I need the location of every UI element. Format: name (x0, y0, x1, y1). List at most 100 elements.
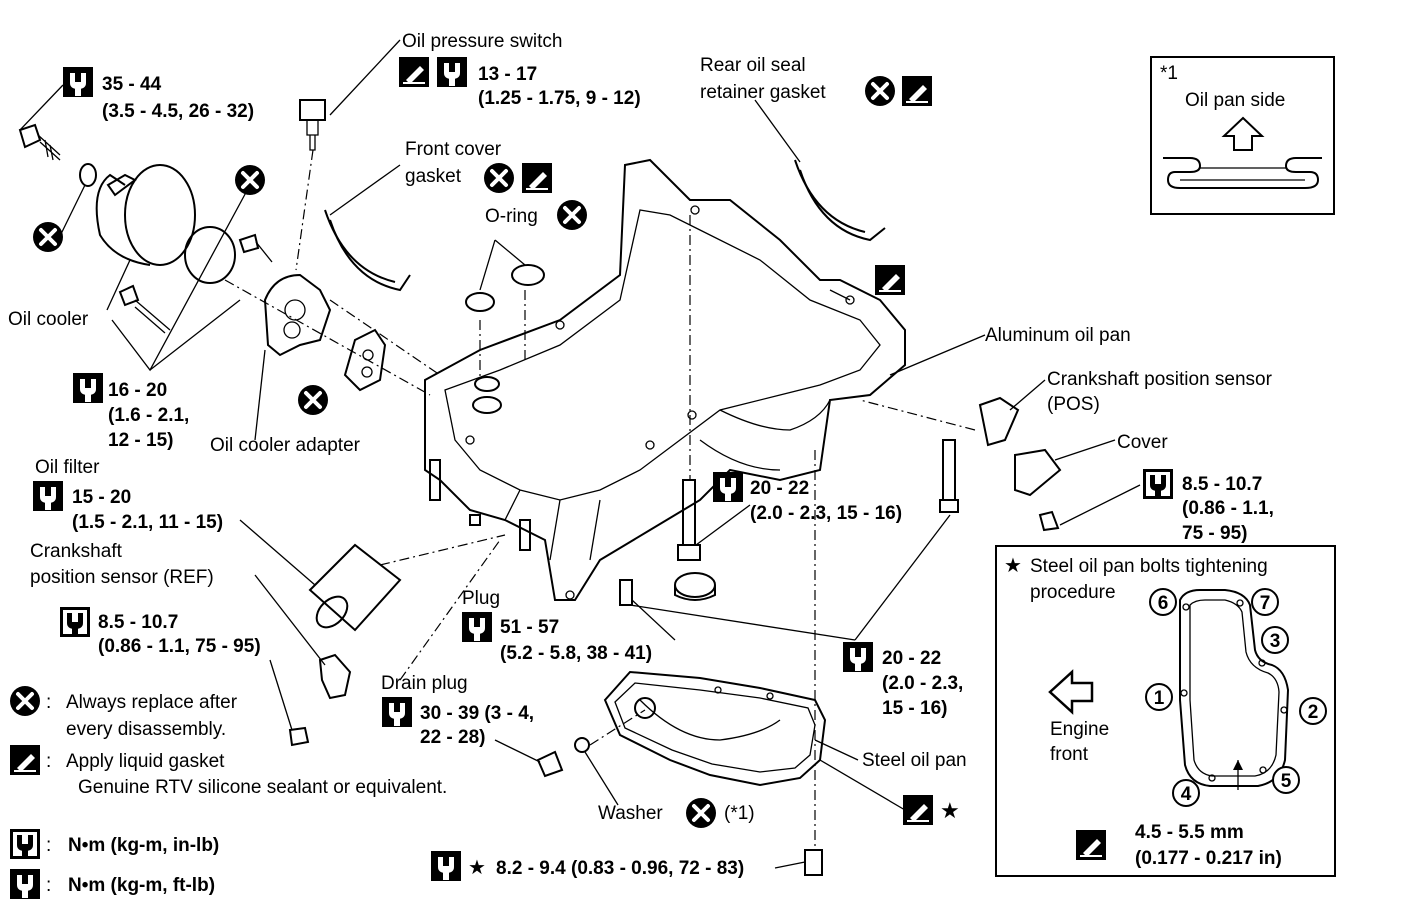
bead-width-2: (0.177 - 0.217 in) (1135, 848, 1282, 869)
plug-label: Plug (462, 588, 500, 609)
lower-bolt-sub2: 15 - 16) (882, 698, 947, 719)
crank-ref-line1: Crankshaft (30, 541, 123, 562)
legend-colon: : (46, 692, 51, 713)
torque-wrench-icon (60, 607, 90, 637)
bolt-number-3: 3 (1261, 626, 1289, 654)
legend-torque-inlb: N•m (kg-m, in-lb) (68, 835, 219, 856)
rear-oil-seal-line1: Rear oil seal (700, 55, 806, 76)
callout-oring: O-ring (485, 198, 589, 232)
washer-label: Washer (598, 803, 663, 824)
legend: : Always replace after every disassembly… (8, 684, 447, 899)
liquid-gasket-icon (521, 162, 553, 194)
cooler-bolt-sub2: 12 - 15) (108, 430, 173, 451)
procedure-title1: Steel oil pan bolts tightening (1030, 556, 1268, 577)
callout-washer: Washer (*1) (598, 796, 755, 830)
legend-gasket-line1: Apply liquid gasket (66, 751, 225, 772)
oil-cooler-adapter-label: Oil cooler adapter (210, 435, 361, 456)
cover-value: 8.5 - 10.7 (1182, 474, 1262, 495)
star-icon: ★ (940, 799, 960, 824)
drain-plug-label: Drain plug (381, 673, 468, 694)
bolt-number-4: 4 (1172, 779, 1200, 807)
callout-oil-filter: Oil filter 15 - 20 (1.5 - 2.1, 11 - 15) (33, 457, 223, 533)
gaskets-drawing (324, 159, 886, 312)
torque-wrench-icon (437, 57, 467, 87)
callout-cooler-bolt-torque: 16 - 20 (1.6 - 2.1, 12 - 15) (73, 373, 189, 451)
bolt-number-6: 6 (1149, 588, 1177, 616)
oil-filter-label: Oil filter (35, 457, 100, 478)
engine-front-line1: Engine (1050, 719, 1109, 740)
drain-plug-sub: 22 - 28) (420, 727, 485, 748)
bolt-torque-sub: (3.5 - 4.5, 26 - 32) (102, 101, 254, 122)
oil-pressure-switch-value: 13 - 17 (478, 64, 537, 85)
cover-label: Cover (1117, 432, 1168, 453)
liquid-gasket-icon (9, 744, 41, 776)
crank-ref-sub: (0.86 - 1.1, 75 - 95) (98, 636, 261, 657)
bead-width-1: 4.5 - 5.5 mm (1135, 822, 1244, 843)
liquid-gasket-icon (398, 56, 430, 88)
oring-label: O-ring (485, 206, 538, 227)
callout-crank-pos: Crankshaft position sensor (POS) (1047, 369, 1273, 415)
svg-text:4: 4 (1181, 784, 1192, 805)
torque-wrench-icon (431, 851, 461, 881)
torque-wrench-icon (382, 697, 412, 727)
oil-pan-side-inset: *1 Oil pan side (1150, 56, 1335, 215)
cooler-bolt-sub1: (1.6 - 2.1, (108, 405, 189, 426)
front-cover-line2: gasket (405, 166, 462, 187)
tightening-procedure-box: ★ Steel oil pan bolts tightening procedu… (995, 545, 1336, 877)
oil-pressure-switch-label: Oil pressure switch (402, 31, 563, 52)
bolt-number-5: 5 (1272, 766, 1300, 794)
callout-drain-plug: Drain plug 30 - 39 (3 - 4, 22 - 28) (381, 673, 534, 748)
legend-replace-line1: Always replace after (66, 692, 238, 713)
procedure-title2: procedure (1030, 582, 1116, 603)
rear-oil-seal-line2: retainer gasket (700, 82, 826, 103)
cover-sub1: (0.86 - 1.1, (1182, 498, 1274, 519)
callout-steel-bolt: ★ 8.2 - 9.4 (0.83 - 0.96, 72 - 83) (431, 851, 744, 881)
torque-wrench-icon (33, 481, 63, 511)
replace-x-icon (555, 198, 589, 232)
legend-colon: : (46, 835, 51, 856)
bolt-torque-value: 35 - 44 (102, 74, 162, 95)
oil-cooler-label: Oil cooler (8, 309, 89, 330)
star-icon: ★ (468, 855, 486, 879)
callout-lower-bolt: 20 - 22 (2.0 - 2.3, 15 - 16) (843, 642, 963, 719)
torque-wrench-icon (462, 612, 492, 642)
washer-note: (*1) (724, 803, 755, 824)
replace-x-icon (8, 684, 42, 718)
liquid-gasket-icon (874, 264, 906, 296)
torque-wrench-icon (63, 67, 93, 97)
oil-filter-drawing (308, 543, 402, 632)
oil-filter-sub: (1.5 - 2.1, 11 - 15) (72, 512, 223, 533)
callout-oil-pressure-switch: Oil pressure switch 13 - 17 (1.25 - 1.75… (398, 31, 641, 109)
callout-bolt-torque: 35 - 44 (3.5 - 4.5, 26 - 32) (63, 67, 254, 122)
bolt-number-1: 1 (1145, 683, 1173, 711)
bolt-number-2: 2 (1299, 697, 1327, 725)
front-cover-line1: Front cover (405, 139, 502, 160)
torque-wrench-icon (10, 829, 40, 859)
steel-oil-pan-drawing (603, 670, 827, 787)
torque-wrench-icon (843, 642, 873, 672)
oil-pressure-switch-sub: (1.25 - 1.75, 9 - 12) (478, 88, 641, 109)
crank-ref-line2: position sensor (REF) (30, 567, 214, 588)
callout-plug: Plug 51 - 57 (5.2 - 5.8, 38 - 41) (462, 588, 652, 664)
bolts-and-plugs-drawing (288, 439, 1060, 876)
oil-filter-value: 15 - 20 (72, 487, 131, 508)
bolt-number-7: 7 (1251, 588, 1279, 616)
replace-x-icon (233, 163, 267, 197)
arrow-icon (1048, 669, 1094, 715)
plug-value: 51 - 57 (500, 617, 559, 638)
svg-text:5: 5 (1281, 771, 1292, 792)
replace-x-icon (863, 74, 897, 108)
steel-oil-pan-label: Steel oil pan (862, 750, 967, 771)
torque-wrench-icon (73, 373, 103, 403)
replace-x-icon (31, 220, 65, 254)
oil-cooler-drawing (18, 123, 236, 284)
lower-bolt-sub1: (2.0 - 2.3, (882, 673, 963, 694)
leader-lines (19, 39, 1141, 869)
legend-torque-ftlb: N•m (kg-m, ft-lb) (68, 875, 215, 896)
aluminum-oil-pan-drawing (424, 158, 906, 601)
liquid-gasket-icon (1075, 829, 1107, 861)
replace-x-icon (482, 161, 516, 195)
crank-ref-value: 8.5 - 10.7 (98, 612, 178, 633)
crank-pos-line2: (POS) (1047, 394, 1100, 415)
